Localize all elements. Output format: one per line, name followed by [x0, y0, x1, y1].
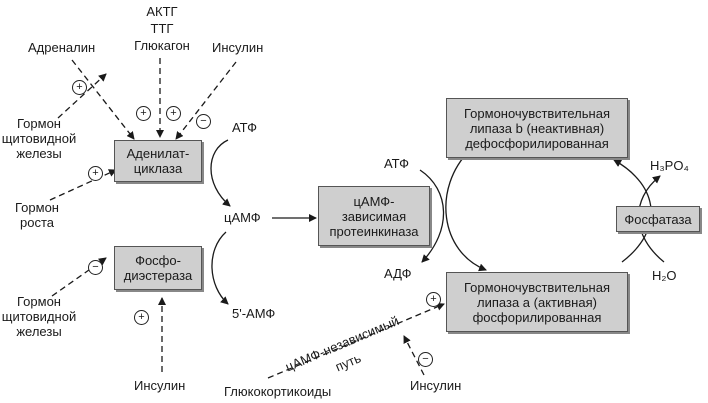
text-line: железы: [16, 146, 62, 161]
arrow-camp-independent-path: [267, 303, 445, 379]
text-line: щитовидной: [1, 131, 77, 146]
plus-sign: +: [136, 106, 151, 121]
text-line: диэстераза: [123, 268, 193, 283]
text-line: Гормон: [15, 200, 59, 215]
label-adrenalin: Адреналин: [28, 40, 96, 55]
text-line: дефосфорилированная: [465, 135, 609, 151]
plus-sign: +: [134, 310, 149, 325]
text-line: Фосфатаза: [624, 211, 692, 227]
minus-sign: −: [88, 260, 103, 275]
plus-sign: +: [426, 292, 441, 307]
label-atf-right: АТФ: [384, 156, 410, 171]
text-line: Гормоночувствительная: [464, 279, 610, 295]
arrow-atf-to-camp: [210, 139, 231, 207]
text-line: Гормон: [17, 294, 61, 309]
label-ttg: ТТГ: [150, 21, 174, 36]
arrow-camp-to-amp: [211, 231, 229, 305]
label-insulin-top: Инсулин: [212, 40, 264, 55]
label-camp: цАМФ: [224, 210, 261, 225]
label-insulin-bottom-left: Инсулин: [134, 378, 186, 393]
label-gormon-shchit-bottom: Гормон щитовидной железы: [0, 294, 78, 339]
label-gormon-shchit-top: Гормон щитовидной железы: [0, 116, 78, 161]
text-line: циклаза: [133, 161, 183, 176]
arrow-gormon-rosta: [49, 169, 117, 201]
text-line: зависимая: [341, 208, 407, 224]
label-atf-left: АТФ: [232, 120, 258, 135]
arrow-gormon-shchit-top: [57, 73, 107, 119]
arrow-adrenalin: [71, 59, 135, 140]
label-aktg: АКТГ: [146, 4, 178, 19]
text-line: цАМФ-: [353, 193, 395, 209]
text-line: фосфорилированная: [472, 309, 602, 325]
box-protein-kinase: цАМФ- зависимая протеинкиназа: [318, 186, 430, 246]
box-phosphatase: Фосфатаза: [616, 206, 700, 232]
arrow-atf-to-adf: [419, 169, 445, 263]
label-h2o: H₂O: [652, 268, 677, 283]
label-insulin-bottom-right: Инсулин: [410, 378, 462, 393]
arrow-insulin-bottom-right: [403, 335, 425, 376]
minus-sign: −: [196, 114, 211, 129]
text-line: щитовидной: [1, 309, 77, 324]
label-h3po4: H₃PO₄: [650, 158, 689, 173]
label-glukagon: Глюкагон: [134, 38, 190, 53]
label-amp: 5'-АМФ: [232, 306, 276, 321]
text-line: Гормон: [17, 116, 61, 131]
text-line: протеинкиназа: [329, 223, 419, 239]
label-glukokortikoidy: Глюкокортикоиды: [224, 384, 332, 399]
label-gormon-rosta: Гормон роста: [2, 200, 72, 230]
text-line: липаза a (активная): [477, 294, 597, 310]
box-lipase-b: Гормоночувствительная липаза b (неактивн…: [446, 98, 628, 158]
plus-sign: +: [88, 166, 103, 181]
plus-sign: +: [166, 106, 181, 121]
text-line: Фосфо-: [135, 253, 181, 268]
text-line: липаза b (неактивная): [469, 120, 605, 136]
text-line: роста: [20, 215, 54, 230]
text-line: Аденилат-: [126, 146, 190, 161]
box-lipase-a: Гормоночувствительная липаза a (активная…: [446, 272, 628, 332]
label-adf: АДФ: [384, 266, 412, 281]
box-phosphodiesterase: Фосфо- диэстераза: [114, 246, 202, 290]
minus-sign: −: [418, 352, 433, 367]
arrow-cycle-left: [445, 149, 487, 272]
text-line: Гормоночувствительная: [464, 105, 610, 121]
box-adenylate-cyclase: Аденилат- циклаза: [114, 140, 202, 182]
arrow-insulin-top: [175, 61, 237, 140]
plus-sign: +: [72, 80, 87, 95]
text-line: железы: [16, 324, 62, 339]
